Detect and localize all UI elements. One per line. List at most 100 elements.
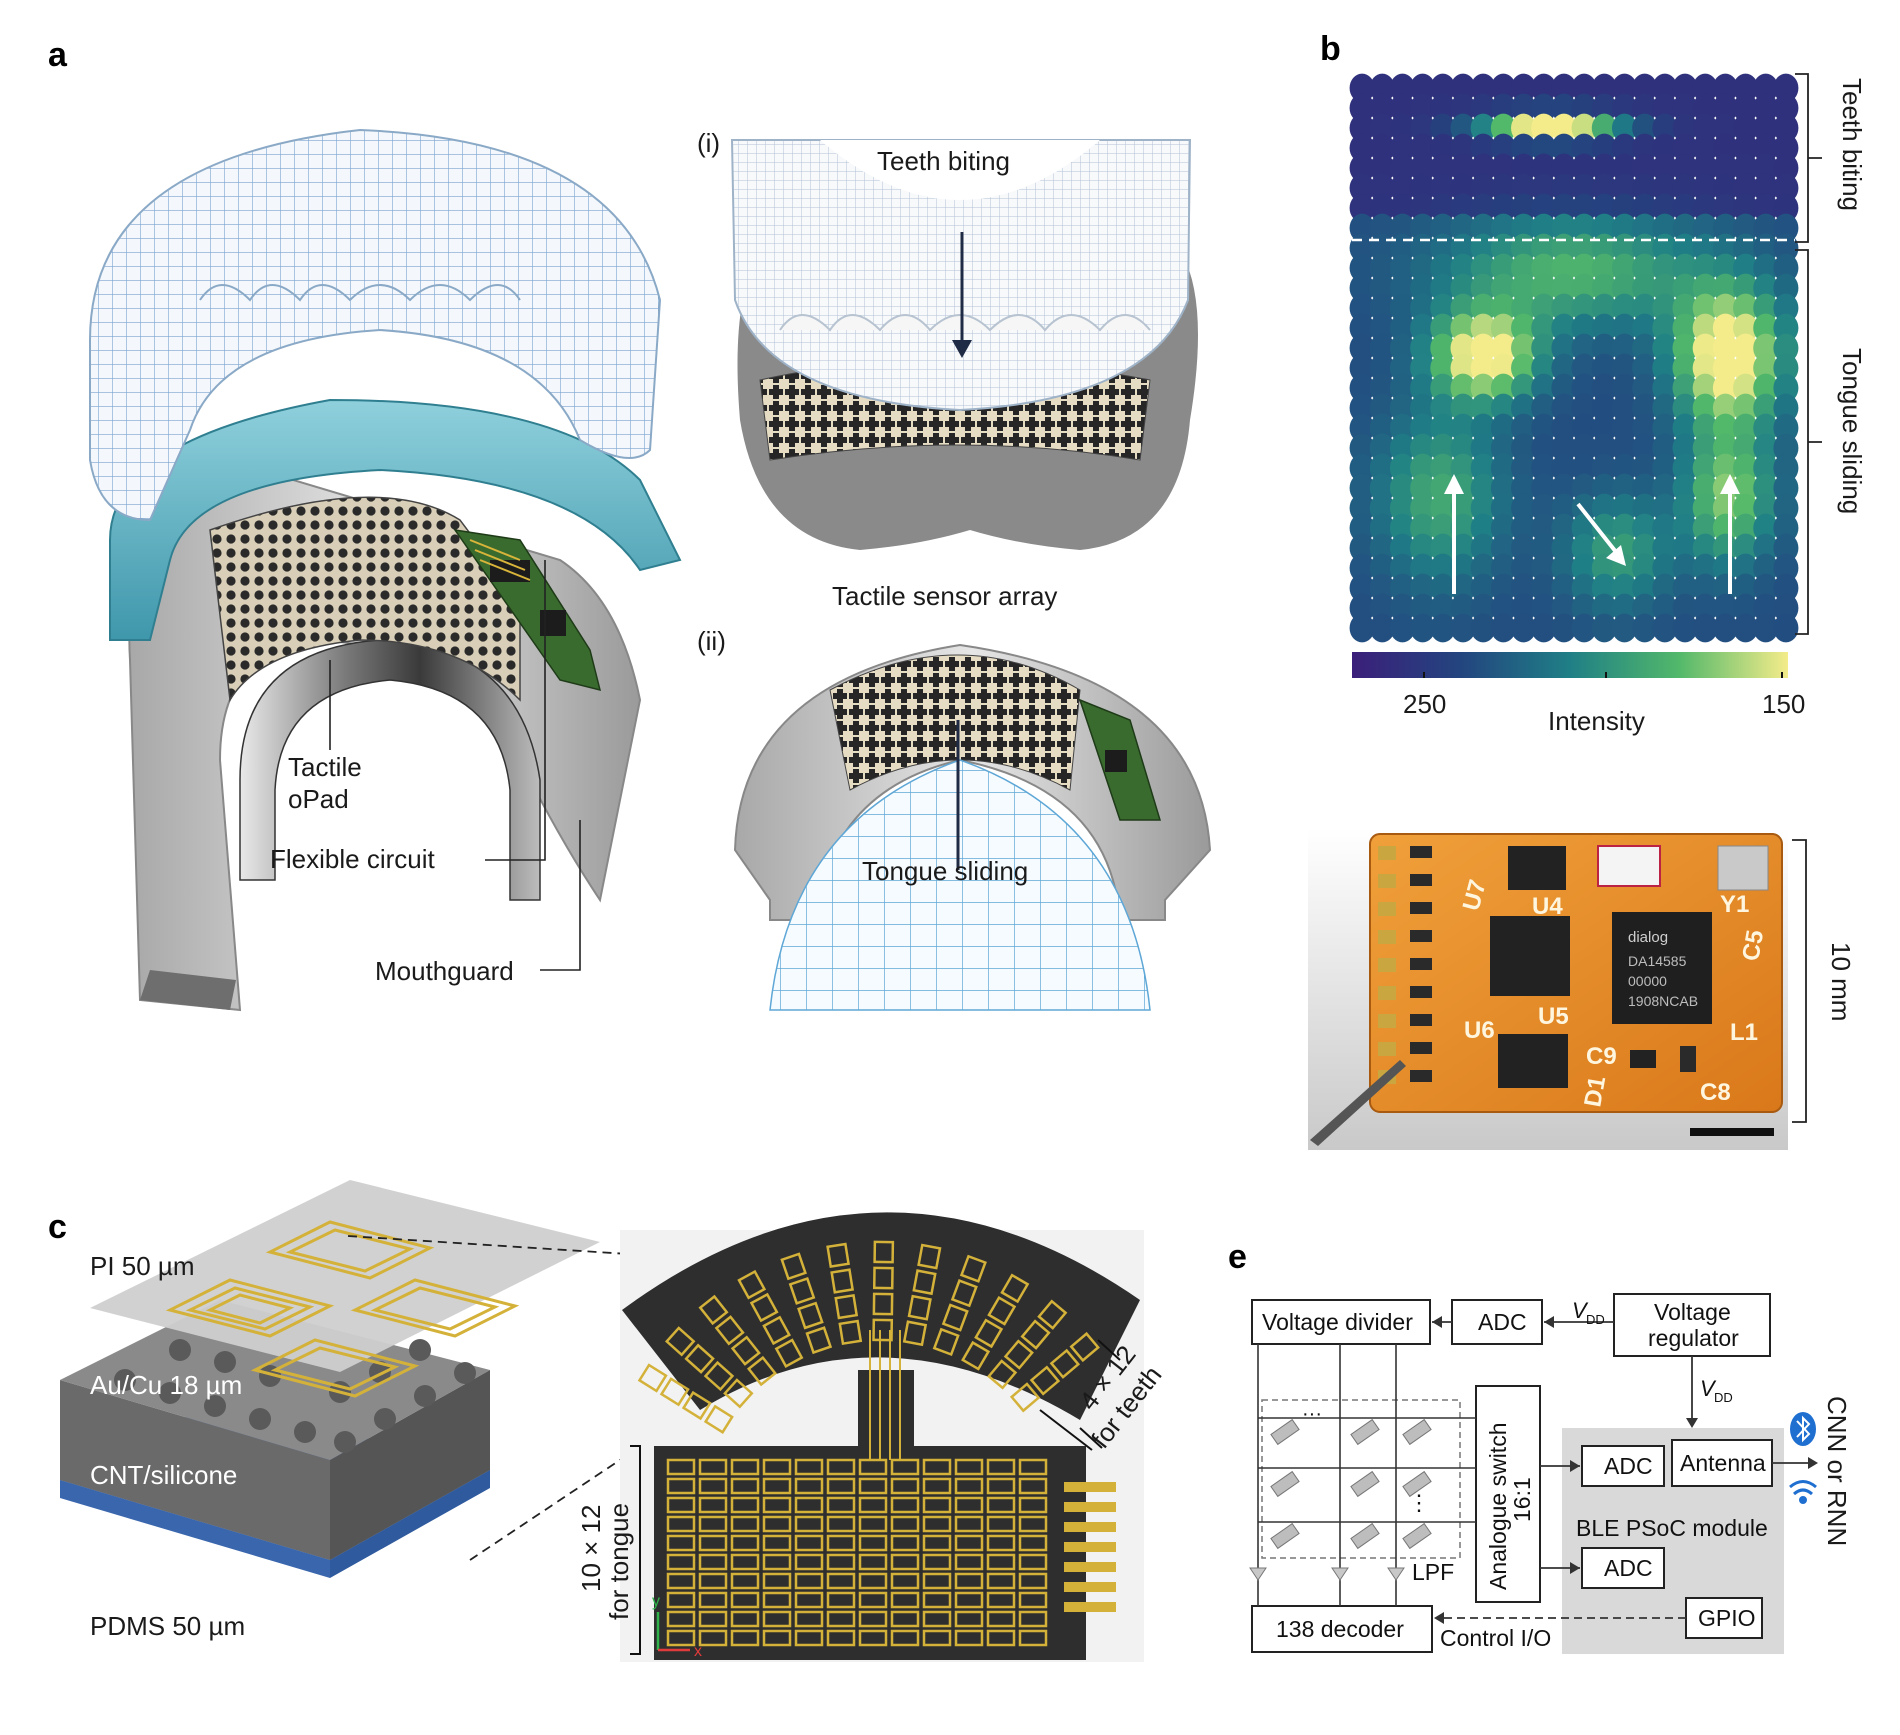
heatmap-cell xyxy=(1591,433,1617,463)
heatmap-cell xyxy=(1430,93,1456,123)
heatmap-cell xyxy=(1632,453,1658,483)
tongue-sensor-cell xyxy=(794,1591,824,1609)
heatmap-cell xyxy=(1591,133,1617,163)
heatmap-cell xyxy=(1349,213,1375,243)
tongue-sensor-cell xyxy=(666,1610,696,1628)
scale-label: 10 mm xyxy=(1826,942,1856,1021)
heatmap-cell xyxy=(1511,293,1537,323)
heatmap-cell xyxy=(1369,473,1395,503)
heatmap-cell xyxy=(1591,313,1617,343)
heatmap-cell xyxy=(1349,473,1375,503)
heatmap-cell xyxy=(1450,413,1476,443)
heatmap-cell xyxy=(1753,553,1779,583)
heatmap-cell xyxy=(1591,353,1617,383)
tongue-sensor-cell xyxy=(1018,1477,1048,1495)
heatmap-cell xyxy=(1410,193,1436,223)
heatmap-cell xyxy=(1652,93,1678,123)
tongue-sensor-cell xyxy=(698,1477,728,1495)
teeth-sensor-cell xyxy=(912,1269,937,1296)
heatmap-cell xyxy=(1712,213,1738,243)
teeth-sensor-cell xyxy=(987,1359,1018,1390)
heatmap-cell xyxy=(1591,113,1617,143)
heatmap-cell xyxy=(1470,493,1496,523)
tongue-sensor-cell xyxy=(922,1458,952,1476)
heatmap-cell xyxy=(1571,113,1597,143)
heatmap-cell xyxy=(1591,293,1617,323)
heatmap-cell xyxy=(1349,253,1375,283)
tongue-sensor-cell xyxy=(762,1458,792,1476)
heatmap-cell xyxy=(1672,513,1698,543)
heatmap-cell xyxy=(1611,133,1637,163)
heatmap-cell xyxy=(1571,153,1597,183)
heatmap-cell xyxy=(1712,73,1738,103)
heatmap-cell xyxy=(1591,593,1617,623)
heatmap-cell xyxy=(1531,453,1557,483)
heatmap-cell xyxy=(1490,613,1516,643)
tongue-sensor-cell xyxy=(954,1458,984,1476)
heatmap-cell xyxy=(1712,353,1738,383)
tongue-sensor-cell xyxy=(1018,1515,1048,1533)
heatmap-cell xyxy=(1450,273,1476,303)
heatmap-cell xyxy=(1551,593,1577,623)
heatmap-cell xyxy=(1652,493,1678,523)
heatmap-cell xyxy=(1692,93,1718,123)
heatmap-cell xyxy=(1450,293,1476,323)
heatmap-cell xyxy=(1490,393,1516,423)
heatmap-cell xyxy=(1692,413,1718,443)
heatmap-cell xyxy=(1430,533,1456,563)
heatmap-cell xyxy=(1511,153,1537,183)
tongue-sensor-cell xyxy=(954,1553,984,1571)
heatmap-cell xyxy=(1611,393,1637,423)
silk-d1: D1 xyxy=(1579,1074,1611,1109)
heatmap-cell xyxy=(1410,153,1436,183)
heatmap-cell xyxy=(1773,213,1799,243)
block-analogue-switch-l1: Analogue switch xyxy=(1485,1423,1511,1591)
heatmap-cell xyxy=(1551,393,1577,423)
heatmap-cell xyxy=(1773,493,1799,523)
tongue-sensor-cell xyxy=(730,1477,760,1495)
heatmap-cell xyxy=(1692,273,1718,303)
heatmap-cell xyxy=(1450,613,1476,643)
heatmap-cell xyxy=(1672,333,1698,363)
heatmap-cell xyxy=(1591,613,1617,643)
heatmap-cell xyxy=(1773,373,1799,403)
tongue-sensor-cell xyxy=(922,1572,952,1590)
exploded-mouthguard-illustration xyxy=(89,128,682,1012)
tongue-sensor-cell xyxy=(730,1458,760,1476)
heatmap-cell xyxy=(1773,393,1799,423)
heatmap-cell xyxy=(1531,273,1557,303)
heatmap-cell xyxy=(1773,153,1799,183)
heatmap-cell xyxy=(1490,253,1516,283)
heatmap-cell xyxy=(1389,293,1415,323)
block-adc-module-1-label: ADC xyxy=(1604,1453,1653,1479)
heatmap-cell xyxy=(1753,613,1779,643)
pcb-pads xyxy=(1378,846,1432,1084)
heatmap-cell xyxy=(1369,293,1395,323)
block-adc-module-1 xyxy=(1581,1445,1665,1487)
pressure-heatmap xyxy=(1349,73,1799,643)
heatmap-cell xyxy=(1410,573,1436,603)
heatmap-cell xyxy=(1632,273,1658,303)
heatmap-cell xyxy=(1672,73,1698,103)
heatmap-cell xyxy=(1591,213,1617,243)
heatmap-cell xyxy=(1692,493,1718,523)
lpf-label: LPF xyxy=(1412,1559,1454,1585)
heatmap-cell xyxy=(1753,93,1779,123)
heatmap-cell xyxy=(1349,393,1375,423)
heatmap-cell xyxy=(1389,193,1415,223)
heatmap-cell xyxy=(1611,273,1637,303)
teeth-sensor-cell xyxy=(834,1293,859,1320)
heatmap-cell xyxy=(1369,73,1395,103)
heatmap-cell xyxy=(1632,373,1658,403)
heatmap-cell xyxy=(1712,453,1738,483)
heatmap-cell xyxy=(1591,173,1617,203)
heatmap-cell xyxy=(1410,613,1436,643)
layer-pi: PI 50 µm xyxy=(90,1251,195,1281)
heatmap-cell xyxy=(1470,413,1496,443)
heatmap-cell xyxy=(1733,93,1759,123)
heatmap-cell xyxy=(1369,313,1395,343)
teeth-sensor-cell xyxy=(872,1292,894,1316)
heatmap-cell xyxy=(1753,293,1779,323)
label-sub-ii: (ii) xyxy=(697,626,726,656)
tongue-sensor-cell xyxy=(890,1572,920,1590)
